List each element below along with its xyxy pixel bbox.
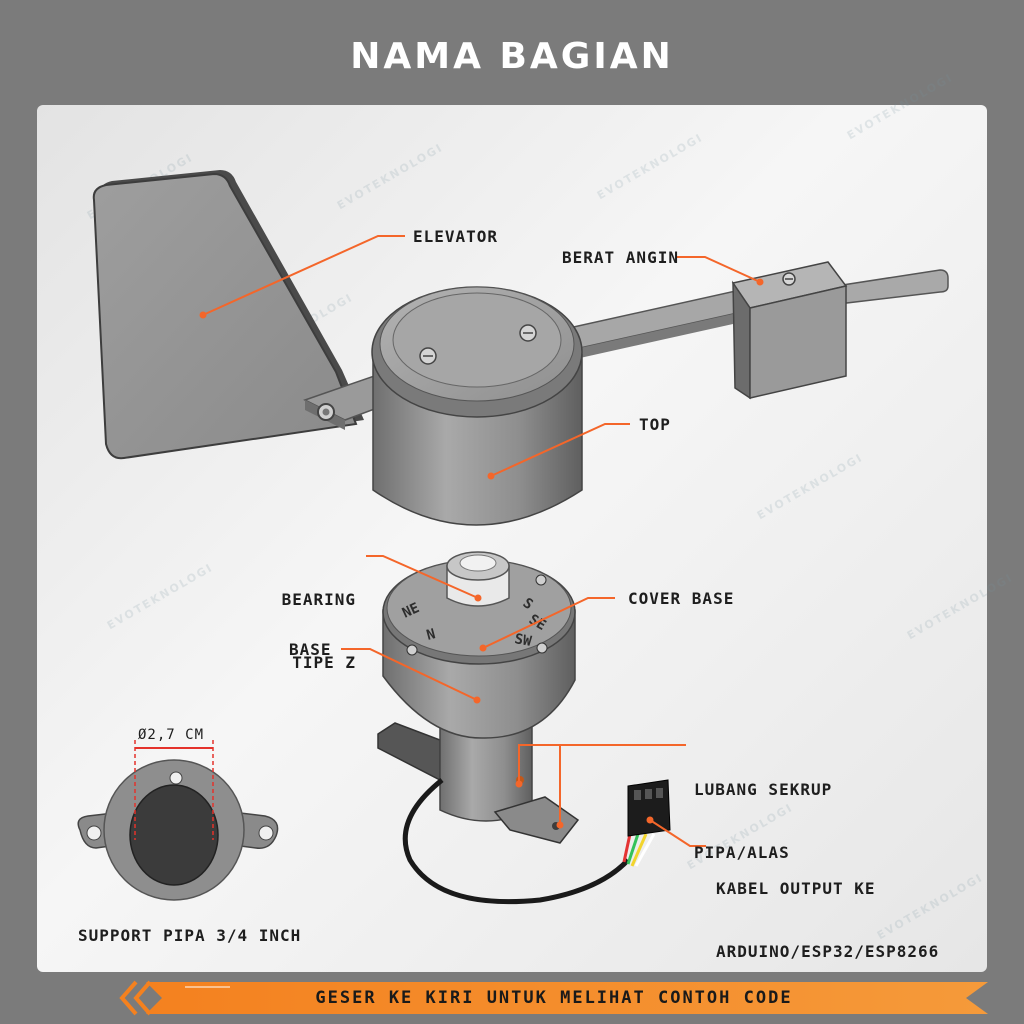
swipe-banner-text[interactable]: GESER KE KIRI UNTUK MELIHAT CONTOH CODE (315, 988, 793, 1008)
label-bearing-line2: TIPE Z (292, 653, 356, 672)
leader-dots (199, 278, 764, 829)
label-bearing: BEARING TIPE Z (262, 547, 356, 694)
label-cover-base: COVER BASE (628, 589, 735, 608)
elevator-fin (92, 170, 364, 460)
counterweight-block (731, 261, 848, 400)
label-bearing-line1: BEARING (281, 590, 356, 609)
output-cable (402, 778, 671, 905)
leader-lines (202, 235, 761, 847)
label-lubang-line1: LUBANG SEKRUP (694, 780, 833, 799)
label-kabel-output: KABEL OUTPUT KE ARDUINO/ESP32/ESP8266 (716, 836, 939, 983)
label-berat-angin: BERAT ANGIN (562, 248, 679, 267)
label-support-pipa: SUPPORT PIPA 3/4 INCH (78, 926, 302, 945)
label-diameter: Ø2,7 CM (138, 727, 205, 743)
label-lubang-sekrup: LUBANG SEKRUP PIPA/ALAS (694, 737, 832, 884)
label-elevator: ELEVATOR (413, 227, 499, 246)
base-cylinder: NE N S SE SW (377, 551, 580, 844)
label-lubang-line2: PIPA/ALAS (694, 843, 790, 862)
page-title: NAMA BAGIAN (350, 36, 674, 77)
label-kabel-line2: ARDUINO/ESP32/ESP8266 (716, 942, 940, 961)
top-cylinder (371, 286, 583, 526)
swipe-banner-shape (119, 980, 988, 1016)
compass-n: N (425, 626, 437, 644)
label-top: TOP (639, 415, 671, 434)
pipe-support-view (77, 740, 279, 901)
compass-ne: NE (400, 600, 422, 622)
label-base: BASE (289, 640, 332, 659)
label-kabel-line1: KABEL OUTPUT KE (716, 879, 876, 898)
compass-sw: SW (513, 631, 533, 650)
